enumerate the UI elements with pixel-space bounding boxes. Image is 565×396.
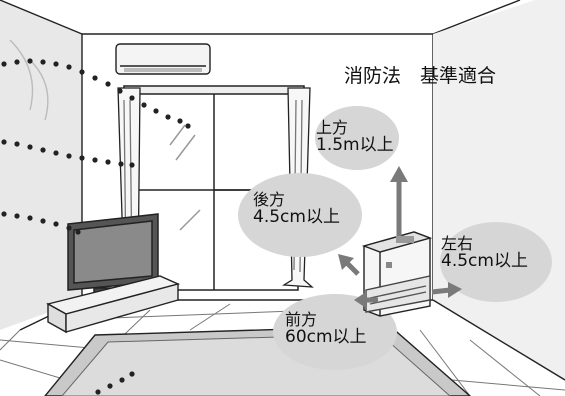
label-top-distance: 1.5m以上 <box>316 134 394 155</box>
label-sides-direction: 左右 <box>441 234 474 253</box>
label-back: 後方 4.5cm以上 <box>253 190 340 227</box>
air-conditioner-icon <box>115 43 211 75</box>
tv-stand-icon <box>46 275 181 334</box>
zone-front <box>273 294 397 370</box>
clearance-zones <box>238 106 552 370</box>
label-sides: 左右 4.5cm以上 <box>441 234 528 271</box>
label-front-direction: 前方 <box>285 310 318 329</box>
label-back-direction: 後方 <box>253 190 286 209</box>
label-sides-distance: 4.5cm以上 <box>441 250 528 271</box>
zone-sides <box>440 222 552 302</box>
clearance-arrows <box>338 166 462 308</box>
label-front: 前方 60cm以上 <box>285 310 367 347</box>
label-front-distance: 60cm以上 <box>285 326 367 347</box>
page-title: 消防法 基準適合 <box>344 65 497 87</box>
zone-back <box>238 173 362 257</box>
label-back-distance: 4.5cm以上 <box>253 206 340 227</box>
heater-icon <box>361 231 433 317</box>
zone-top <box>315 106 399 170</box>
dotted-leaders <box>1 58 191 395</box>
label-top: 上方 1.5m以上 <box>316 118 394 155</box>
label-top-direction: 上方 <box>316 118 349 137</box>
